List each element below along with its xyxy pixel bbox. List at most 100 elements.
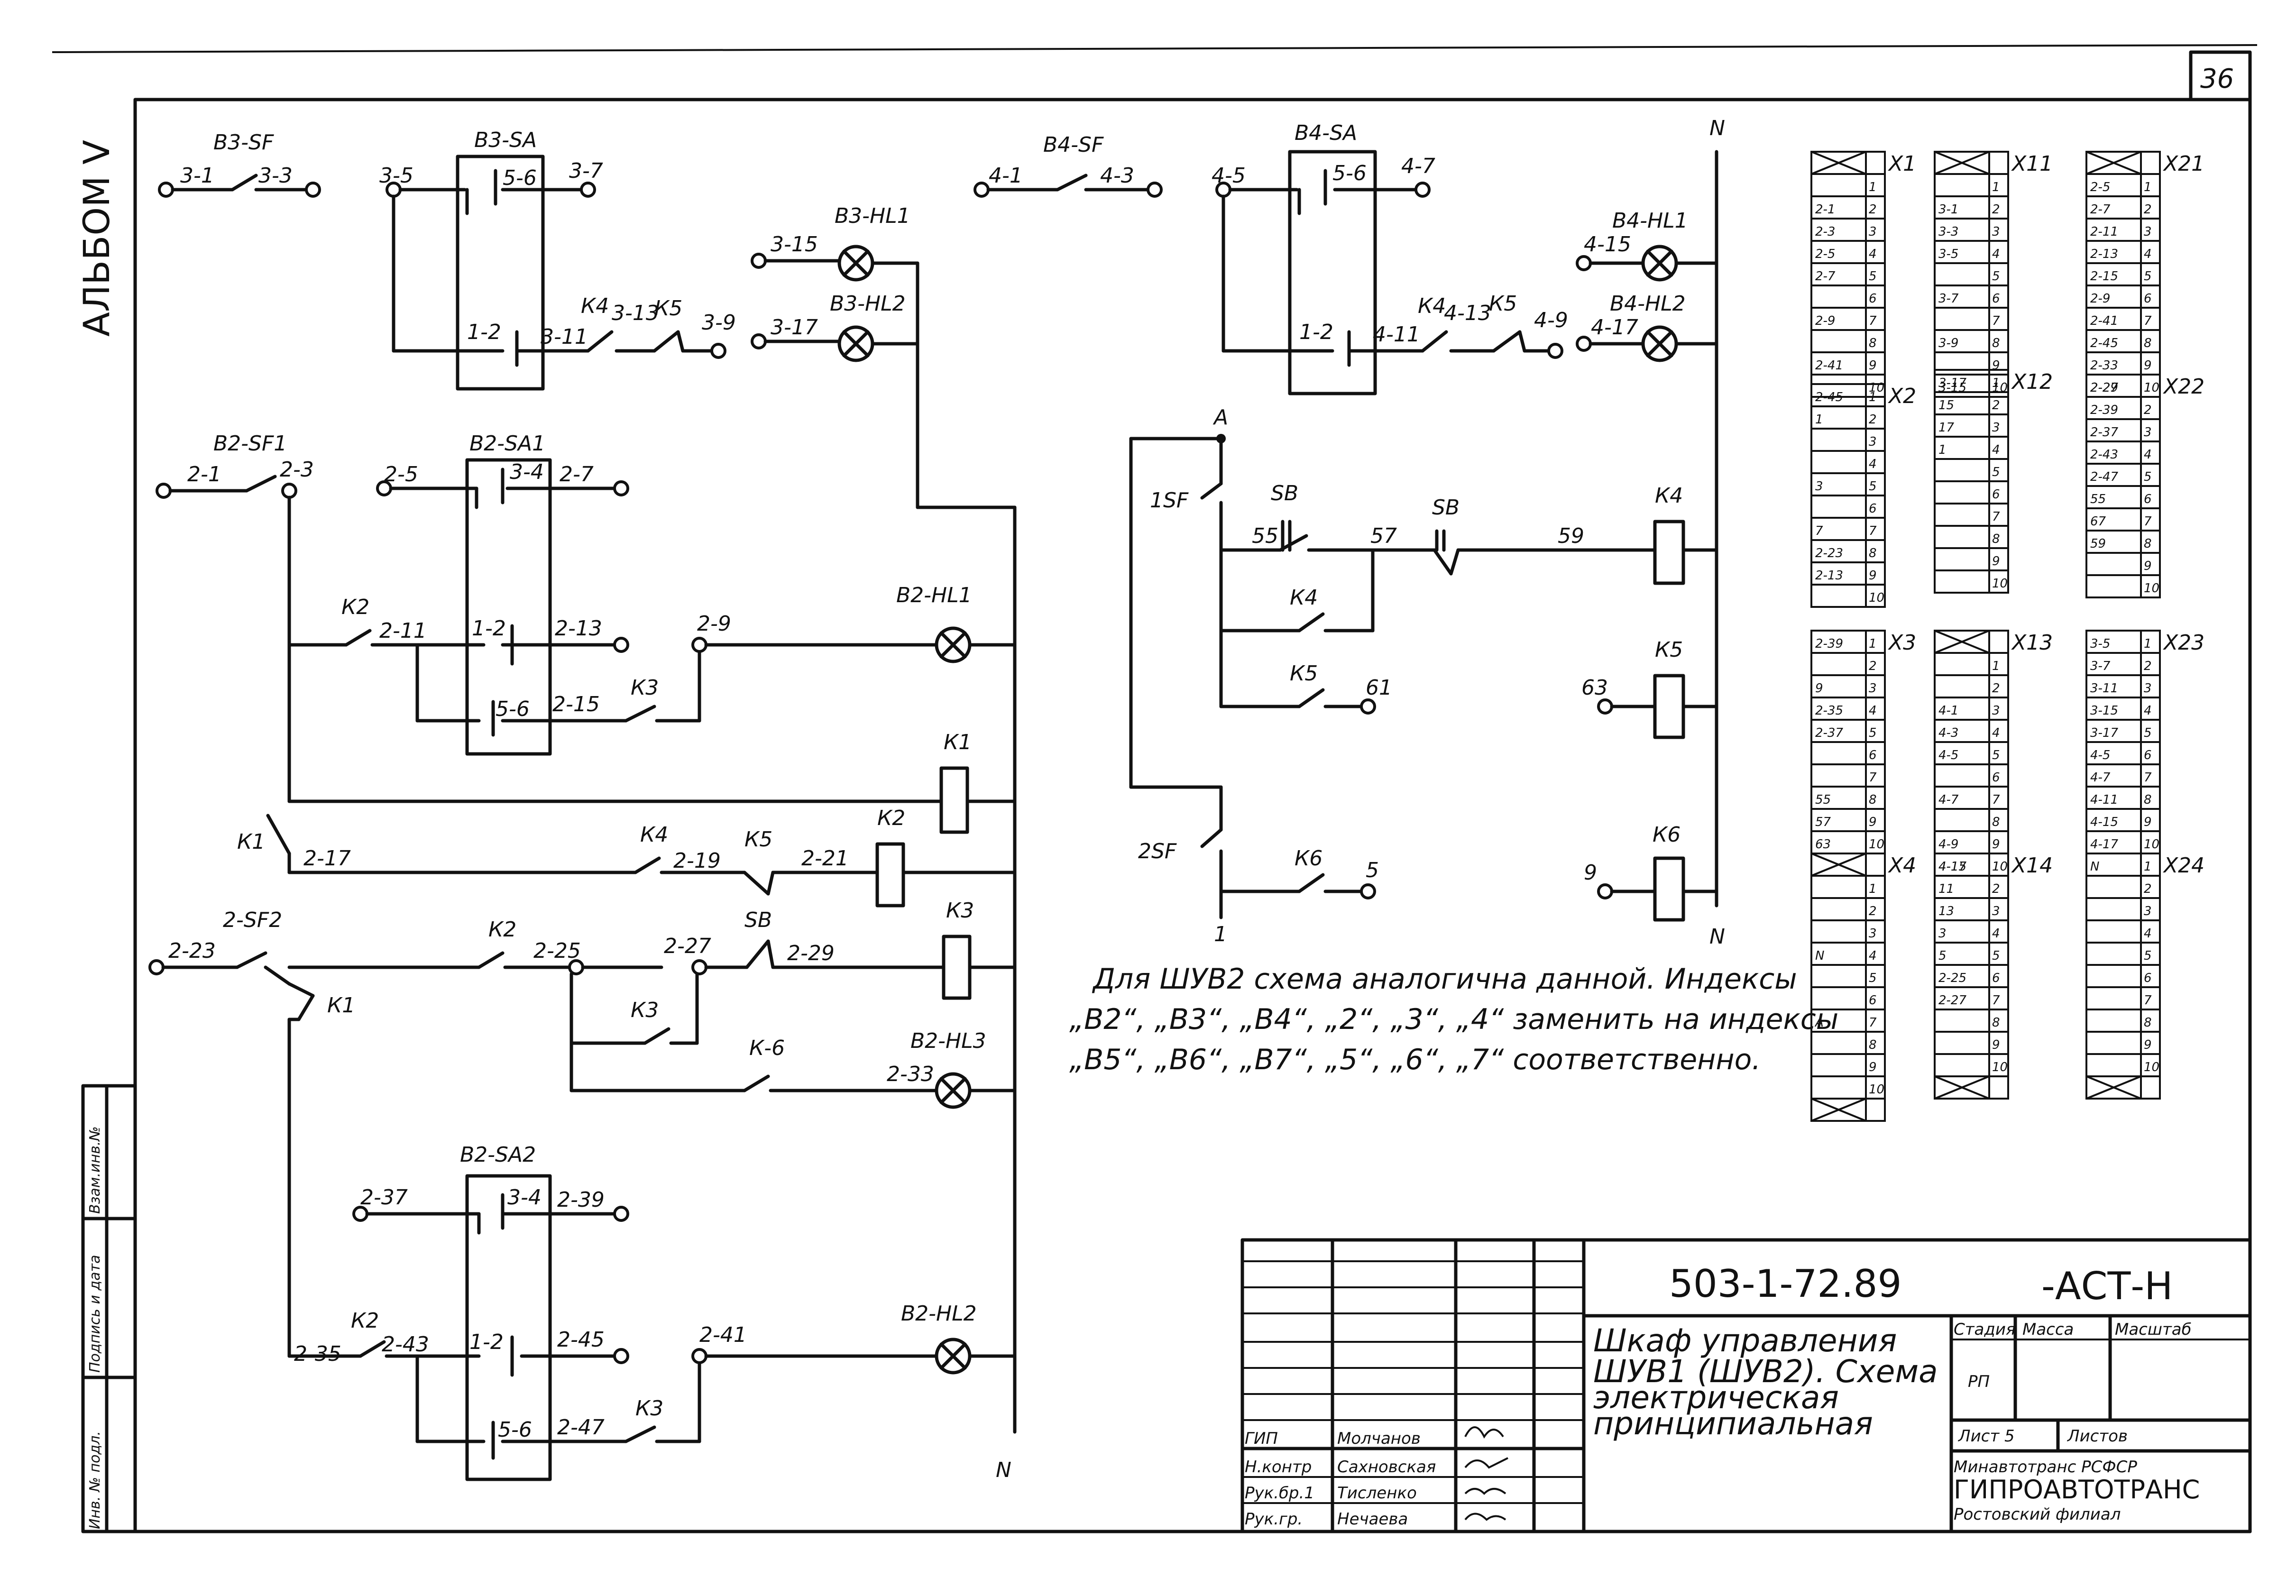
svg-text:В2-SF1: В2-SF1 <box>213 431 287 456</box>
svg-text:55: 55 <box>1252 524 1278 548</box>
stamp-replace: Взам.инв.№ <box>87 1126 103 1214</box>
terminal-number-label: 1 <box>2144 381 2152 395</box>
terminal-number-label: 5 <box>1992 949 2000 963</box>
terminal-wire-label: 3-17 <box>1938 376 1966 390</box>
svg-text:Молчанов: Молчанов <box>1337 1429 1421 1448</box>
terminal-wire-label: 2-9 <box>2090 292 2110 306</box>
terminal-wire-cell <box>1810 1053 1867 1077</box>
terminal-number-cell <box>1865 1098 1886 1122</box>
terminal-wire-label: 4-15 <box>2090 815 2118 829</box>
terminal-number-label: 2 <box>1992 202 2000 217</box>
svg-text:2-43: 2-43 <box>382 1332 429 1357</box>
terminal-wire-label: 3 <box>1815 479 1823 494</box>
svg-text:Рук.бр.1: Рук.бр.1 <box>1245 1484 1314 1503</box>
terminal-wire-label: 4-17 <box>1938 860 1966 874</box>
terminal-number-label: 5 <box>2144 470 2152 484</box>
terminal-wire-label: N <box>1815 949 1824 963</box>
terminal-number-label: 2 <box>1869 904 1877 918</box>
terminal-wire-cell <box>1810 897 1867 921</box>
terminal-number-label: 7 <box>2144 314 2152 328</box>
svg-text:5-6: 5-6 <box>503 166 537 190</box>
svg-text:В4-HL2: В4-HL2 <box>1610 292 1686 316</box>
svg-text:К1: К1 <box>944 730 972 754</box>
terminal-wire-label: 2-35 <box>1815 704 1843 718</box>
terminal-number-label: 3 <box>1992 904 2000 918</box>
terminal-wire-label: 2-39 <box>1815 637 1843 651</box>
svg-text:„В2“, „В3“, „В4“, „2“, „3“, „4: „В2“, „В3“, „В4“, „2“, „3“, „4“ заменить… <box>1069 1003 1838 1036</box>
terminal-block-name: Х22 <box>2163 375 2204 399</box>
terminal-number-label: 9 <box>1869 569 1877 583</box>
terminal-number-label: 10 <box>1992 1060 2008 1074</box>
terminal-number-label: 5 <box>1992 269 2000 284</box>
terminal-wire-cell <box>1810 173 1867 197</box>
terminal-number-label: 1 <box>2144 637 2152 651</box>
svg-text:К5: К5 <box>1489 292 1517 316</box>
svg-text:N: N <box>1709 116 1725 140</box>
svg-text:3-15: 3-15 <box>771 232 818 257</box>
terminal-number-label: 1 <box>1992 659 2000 673</box>
control-circuit: A 1SF SB 55 57 SB 59 К4 К4 К5 <box>1129 405 1718 946</box>
sheet-frame: 36 АЛЬБОМ Ⅴ Инв. № подл. Подпись и дата … <box>52 44 2258 1533</box>
svg-text:Нечаева: Нечаева <box>1337 1510 1408 1529</box>
terminal-number-label: 7 <box>2144 770 2152 785</box>
terminal-wire-cell <box>1810 964 1867 988</box>
svg-text:Лист 5: Лист 5 <box>1957 1427 2015 1446</box>
terminal-number-cell <box>1865 584 1886 608</box>
svg-text:1-2: 1-2 <box>469 1330 504 1354</box>
svg-text:1-2: 1-2 <box>472 616 506 641</box>
svg-text:2-25: 2-25 <box>533 939 581 963</box>
terminal-wire-label: 3-7 <box>2090 659 2111 673</box>
svg-text:3-1: 3-1 <box>180 164 214 188</box>
terminal-wire-cell <box>1934 652 1990 676</box>
terminal-number-label: 8 <box>1869 546 1877 560</box>
terminal-wire-label: 1 <box>1815 413 1823 427</box>
svg-text:Н.контр: Н.контр <box>1245 1458 1312 1477</box>
terminal-number-label: 3 <box>1869 681 1877 696</box>
terminal-wire-label: 4-5 <box>1938 748 1958 762</box>
svg-text:2-7: 2-7 <box>560 462 594 486</box>
terminal-wire-cell <box>1934 525 1990 549</box>
terminal-wire-cell <box>2085 1053 2142 1077</box>
terminal-wire-label: 59 <box>2090 537 2106 551</box>
terminal-wire-cell <box>2085 552 2142 576</box>
svg-text:5-6: 5-6 <box>1332 161 1367 185</box>
svg-text:1-2: 1-2 <box>1299 320 1333 344</box>
svg-text:К4: К4 <box>1655 484 1683 508</box>
terminal-wire-label: 4-5 <box>2090 748 2110 762</box>
svg-text:1-2: 1-2 <box>467 320 501 344</box>
terminal-wire-label: 9 <box>1815 681 1823 696</box>
svg-text:К2: К2 <box>488 917 516 942</box>
b3-sa-switch <box>456 155 545 391</box>
terminal-block-name: Х11 <box>2011 152 2053 176</box>
terminal-wire-cell <box>2085 964 2142 988</box>
terminal-wire-cell <box>1934 351 1990 376</box>
terminal-number-label: 10 <box>2144 837 2159 852</box>
svg-text:3-17: 3-17 <box>771 315 818 339</box>
svg-text:В2-SA1: В2-SA1 <box>469 431 545 456</box>
svg-text:К4: К4 <box>640 823 668 847</box>
svg-text:Масса: Масса <box>2022 1320 2074 1339</box>
b4-sf-label: В4-SF <box>1043 133 1104 157</box>
svg-text:принципиальная: принципиальная <box>1593 1405 1873 1442</box>
svg-text:К5: К5 <box>1655 638 1683 662</box>
svg-text:1: 1 <box>1214 922 1227 946</box>
svg-text:59: 59 <box>1558 524 1584 548</box>
terminal-wire-label: 4-17 <box>2090 837 2118 852</box>
terminal-number-label: 1 <box>2144 180 2152 194</box>
b3-hl1-label: В3-HL1 <box>835 204 910 228</box>
terminal-wire-label: 2-25 <box>1938 971 1966 985</box>
svg-text:В2-HL3: В2-HL3 <box>910 1029 986 1053</box>
svg-text:ГИП: ГИП <box>1245 1429 1278 1448</box>
svg-text:ГИПРОАВТОТРАНС: ГИПРОАВТОТРАНС <box>1954 1475 2200 1504</box>
svg-text:2-27: 2-27 <box>664 934 711 958</box>
b2-circuit: В2-SF1 2-1 2-3 В2-SA1 2-5 2-7 3-4 К2 2-1… <box>148 431 1017 1482</box>
terminal-wire-label: 57 <box>1815 815 1831 829</box>
terminal-wire-label: 4-3 <box>1938 726 1958 740</box>
terminal-number-cell <box>1865 151 1886 175</box>
terminal-number-label: 2 <box>1992 398 2000 413</box>
b3-sa-label: В3-SA <box>474 128 537 152</box>
terminal-number-label: 5 <box>2144 949 2152 963</box>
terminal-number-label: 9 <box>2144 815 2152 829</box>
